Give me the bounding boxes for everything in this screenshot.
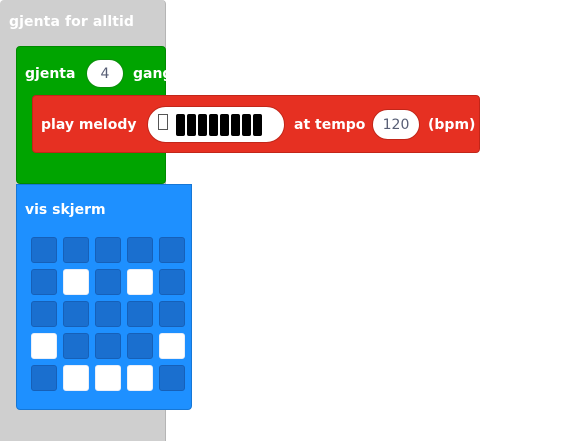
led-cell[interactable] (63, 333, 89, 359)
led-cell[interactable] (31, 301, 57, 327)
melody-note-bar (198, 114, 207, 136)
melody-note-bar (187, 114, 196, 136)
led-cell[interactable] (63, 301, 89, 327)
melody-note-bar (220, 114, 229, 136)
forever-label: gjenta for alltid (9, 14, 135, 30)
melody-note-bar (253, 114, 262, 136)
led-grid (31, 237, 185, 391)
led-cell[interactable] (159, 269, 185, 295)
led-cell[interactable] (127, 301, 153, 327)
tempo-field[interactable]: 120 (372, 109, 420, 140)
led-cell[interactable] (127, 365, 153, 391)
repeat-count-field[interactable]: 4 (86, 59, 124, 88)
square-outline-icon (158, 114, 168, 130)
melody-note-bar (242, 114, 251, 136)
led-cell[interactable] (63, 269, 89, 295)
led-cell[interactable] (127, 237, 153, 263)
melody-note-bar (176, 114, 185, 136)
melody-label: play melody (41, 117, 137, 133)
led-cell[interactable] (159, 365, 185, 391)
tempo-label: at tempo (294, 117, 366, 133)
melody-field[interactable] (147, 106, 285, 143)
repeat-unit-label: ganger (133, 66, 189, 82)
melody-bars (176, 114, 262, 136)
led-cell[interactable] (31, 269, 57, 295)
led-cell[interactable] (95, 301, 121, 327)
led-cell[interactable] (31, 333, 57, 359)
tempo-unit-label: (bpm) (428, 117, 476, 133)
led-cell[interactable] (95, 237, 121, 263)
led-cell[interactable] (127, 269, 153, 295)
play-melody-block[interactable]: play melody at tempo 120 (bpm) (32, 95, 480, 153)
led-cell[interactable] (31, 365, 57, 391)
led-cell[interactable] (127, 333, 153, 359)
led-cell[interactable] (31, 237, 57, 263)
led-cell[interactable] (95, 365, 121, 391)
repeat-label: gjenta (25, 66, 76, 82)
led-cell[interactable] (95, 269, 121, 295)
led-cell[interactable] (95, 333, 121, 359)
led-cell[interactable] (159, 237, 185, 263)
melody-note-bar (231, 114, 240, 136)
show-leds-block[interactable]: vis skjerm (16, 184, 192, 410)
led-cell[interactable] (63, 237, 89, 263)
led-cell[interactable] (159, 301, 185, 327)
led-cell[interactable] (159, 333, 185, 359)
led-cell[interactable] (63, 365, 89, 391)
show-label: vis skjerm (25, 202, 106, 218)
melody-note-bar (209, 114, 218, 136)
